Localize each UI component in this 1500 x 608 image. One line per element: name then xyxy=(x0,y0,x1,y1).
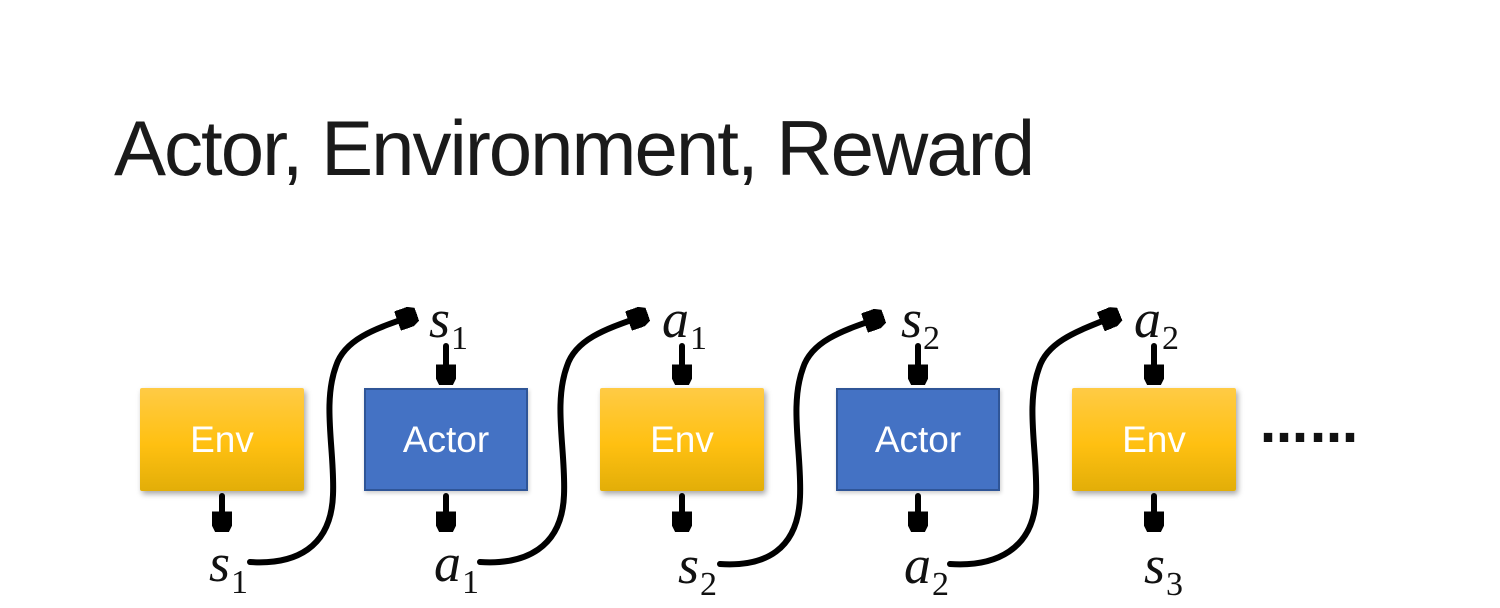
env-box-1: Env xyxy=(140,388,304,491)
label-s3-bottom-sub: 3 xyxy=(1166,566,1184,603)
env-box-3: Env xyxy=(1072,388,1236,491)
label-s1-bottom-sub: 1 xyxy=(231,564,249,601)
label-s1-top-base: s xyxy=(428,289,451,349)
label-s2-top-sub: 2 xyxy=(923,320,941,357)
label-s1-top: s1 xyxy=(428,289,468,356)
curve-arrow-a2 xyxy=(947,316,1115,568)
env-box-1-label: Env xyxy=(190,418,254,460)
actor-box-1-label: Actor xyxy=(402,418,490,460)
continuation-ellipsis: …… xyxy=(1260,398,1360,454)
label-s2-bottom-sub: 2 xyxy=(700,566,718,603)
label-s2-bottom: s2 xyxy=(677,535,717,602)
label-s3-bottom-base: s xyxy=(1143,535,1166,595)
label-a2-bottom: a2 xyxy=(904,535,949,602)
actor-box-1: Actor xyxy=(364,388,528,491)
label-a1-bottom-sub: 1 xyxy=(462,564,479,601)
curve-arrow-s2 xyxy=(717,318,879,568)
env-box-2: Env xyxy=(600,388,764,491)
label-s2-top: s2 xyxy=(900,289,940,356)
label-s1-top-sub: 1 xyxy=(451,320,469,357)
label-s2-bottom-base: s xyxy=(677,535,700,595)
label-s3-bottom: s3 xyxy=(1143,535,1183,602)
label-a2-top-sub: 2 xyxy=(1162,320,1179,357)
actor-box-2-label: Actor xyxy=(874,418,962,460)
label-a2-top-base: a xyxy=(1134,289,1161,349)
curve-arrow-s1 xyxy=(247,316,412,566)
slide-title: Actor, Environment, Reward xyxy=(114,104,1035,192)
label-a2-top: a2 xyxy=(1134,289,1179,356)
env-box-2-label: Env xyxy=(650,418,714,460)
label-a2-bottom-base: a xyxy=(904,535,931,595)
label-a1-top-sub: 1 xyxy=(690,320,707,357)
curve-arrow-a1 xyxy=(477,316,643,566)
label-s2-top-base: s xyxy=(900,289,923,349)
label-a1-top-base: a xyxy=(662,289,689,349)
label-a2-bottom-sub: 2 xyxy=(932,566,949,603)
label-s1-bottom-base: s xyxy=(208,533,231,593)
label-a1-bottom: a1 xyxy=(434,533,479,600)
actor-box-2: Actor xyxy=(836,388,1000,491)
env-box-3-label: Env xyxy=(1122,418,1186,460)
label-s1-bottom: s1 xyxy=(208,533,248,600)
label-a1-top: a1 xyxy=(662,289,707,356)
label-a1-bottom-base: a xyxy=(434,533,461,593)
